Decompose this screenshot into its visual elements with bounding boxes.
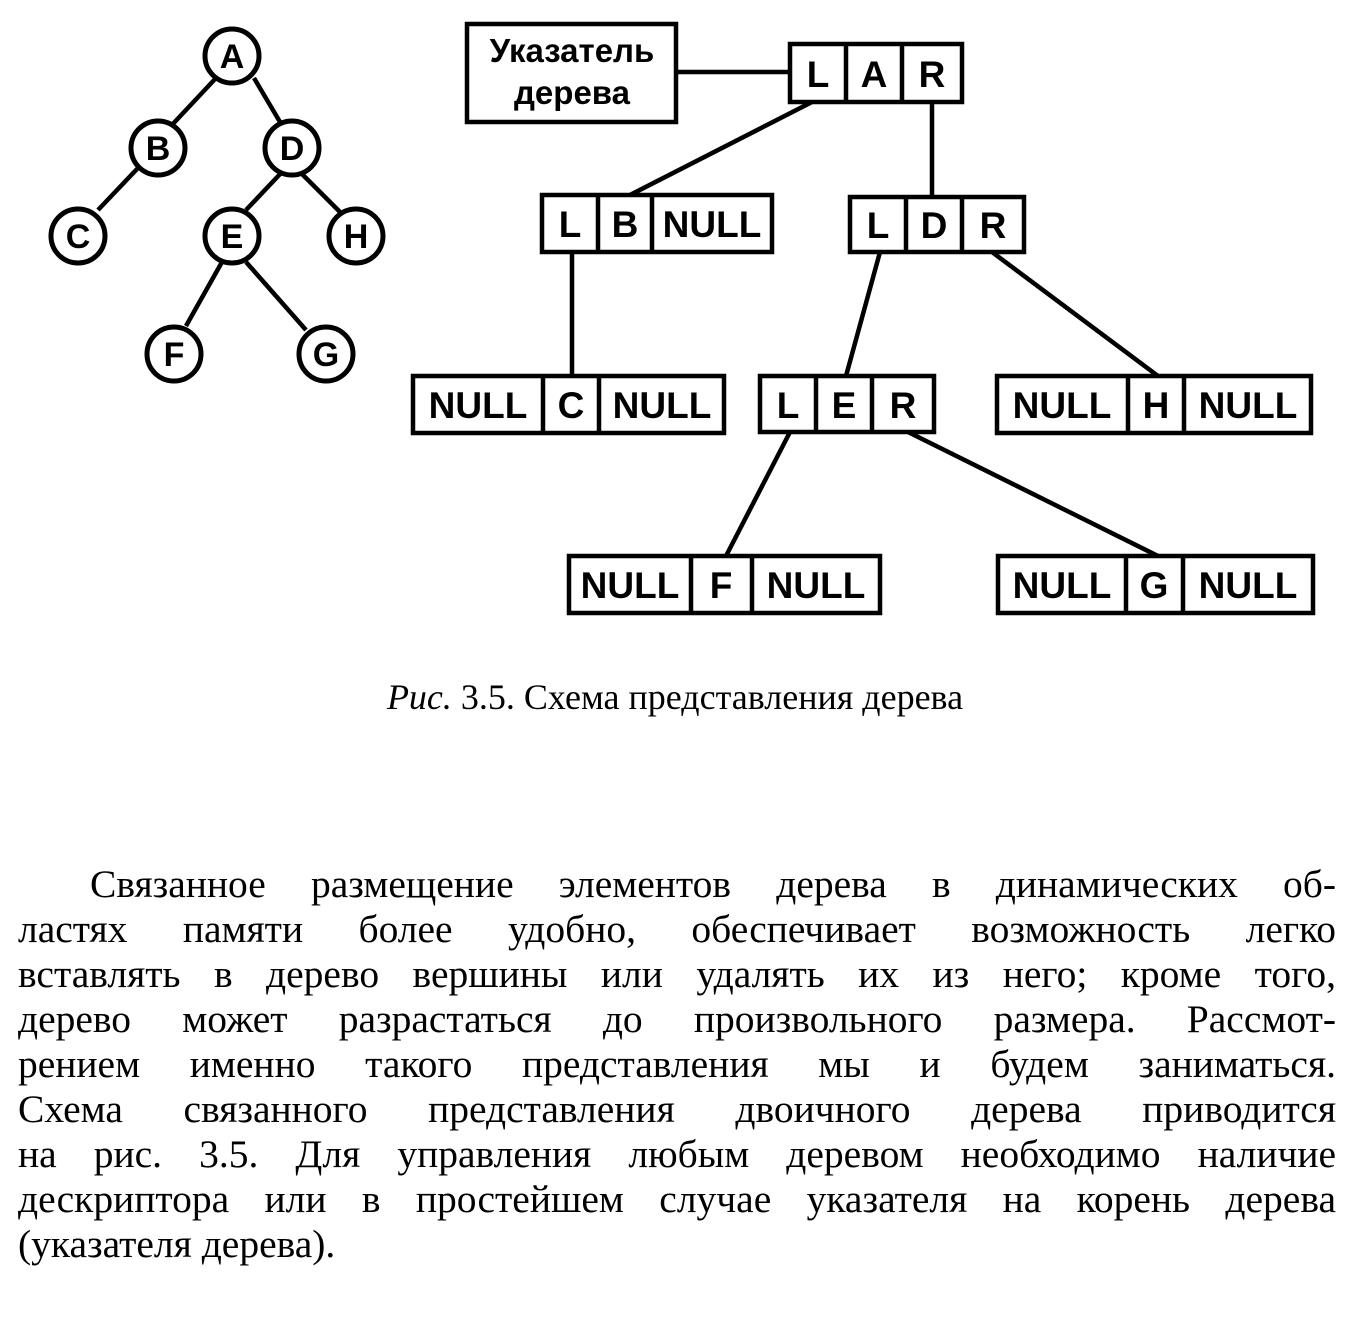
tree-node-label: E	[221, 218, 244, 256]
cell-value: C	[558, 385, 585, 426]
cell-value: B	[612, 204, 639, 245]
paragraph-line: (указателя дерева).	[18, 1222, 336, 1266]
paragraph-line: на рис. 3.5. Для управления любым дерево…	[18, 1132, 1336, 1176]
linked-node-f: NULL F NULL	[566, 553, 883, 616]
linked-node-b: L B NULL	[539, 192, 775, 255]
cell-right: NULL	[1199, 565, 1298, 606]
cell-left: NULL	[1013, 385, 1112, 426]
figure-caption: Рис. 3.5. Схема представления дерева	[0, 676, 1350, 718]
paragraph-line: дерево может разрастаться до произвольно…	[18, 997, 1336, 1041]
tree-edges	[96, 76, 342, 332]
cell-left: NULL	[1013, 565, 1112, 606]
cell-value: A	[861, 54, 888, 95]
tree-node-h: H	[326, 206, 386, 266]
cell-left: L	[777, 385, 800, 426]
cell-left: NULL	[429, 385, 528, 426]
paragraph-line: Связанное размещение элементов дерева в …	[90, 862, 1336, 906]
tree-node-label: A	[220, 38, 245, 76]
tree-node-label: H	[344, 218, 369, 256]
cell-right: R	[980, 205, 1007, 246]
cell-value: F	[710, 565, 733, 606]
cell-value: D	[921, 205, 948, 246]
tree-node-a: A	[202, 26, 262, 86]
tree-node-g: G	[296, 324, 356, 384]
cell-left: NULL	[581, 565, 680, 606]
cell-left: L	[559, 204, 582, 245]
pointer-label-line1: Указатель	[490, 32, 655, 69]
linked-node-h: NULL H NULL	[994, 373, 1314, 436]
cell-right: NULL	[767, 565, 866, 606]
tree-node-d: D	[262, 118, 322, 178]
pointer-label-line2: дерева	[514, 74, 631, 111]
linked-node-c: NULL C NULL	[410, 373, 727, 436]
tree-node-b: B	[128, 118, 188, 178]
paragraph-line: Схема связанного представления двоичного…	[18, 1087, 1336, 1131]
linked-node-root: L A R	[787, 41, 965, 105]
paragraph-line: дескриптора или в простейшем случае указ…	[18, 1177, 1336, 1221]
cell-right: R	[890, 385, 917, 426]
paragraph-line: вставлять в дерево вершины или удалять и…	[18, 952, 1336, 996]
tree-node-label: F	[164, 336, 185, 374]
cell-right: NULL	[663, 204, 762, 245]
paragraph-line: рением именно такого представления мы и …	[18, 1042, 1336, 1086]
linked-node-d: L D R	[847, 194, 1027, 255]
tree-node-e: E	[202, 206, 262, 266]
tree-node-f: F	[144, 324, 204, 384]
cell-right: R	[919, 54, 946, 95]
cell-right: NULL	[1199, 385, 1298, 426]
linked-node-e: L E R	[757, 373, 937, 435]
cell-value: G	[1140, 565, 1169, 606]
tree-node-label: D	[280, 130, 305, 168]
tree-node-label: B	[146, 130, 171, 168]
cell-right: NULL	[613, 385, 712, 426]
paragraph-line: ластях памяти более удобно, обеспечивает…	[18, 907, 1336, 951]
cell-value: H	[1143, 385, 1170, 426]
linked-node-g: NULL G NULL	[995, 553, 1316, 616]
tree-node-label: C	[66, 218, 91, 256]
link-edges	[569, 69, 1160, 559]
tree-pointer-box: Указатель дерева	[464, 21, 679, 125]
cell-left: L	[807, 54, 830, 95]
body-paragraph: Связанное размещение элементов дерева в …	[18, 862, 1336, 1267]
caption-lead: Рис.	[386, 677, 452, 717]
tree-figure: A B D C E H F G Указатель	[48, 21, 1316, 616]
cell-left: L	[867, 205, 890, 246]
caption-text: 3.5. Схема представления дерева	[451, 677, 964, 717]
tree-node-label: G	[313, 336, 339, 374]
tree-node-c: C	[48, 206, 108, 266]
cell-value: E	[832, 385, 857, 426]
